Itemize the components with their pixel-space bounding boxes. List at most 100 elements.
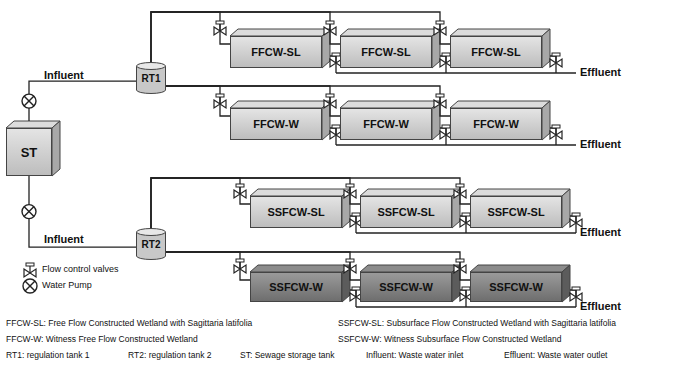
water-pump (23, 279, 37, 293)
box-side-face (542, 101, 550, 140)
node-label: SSFCW-SL (267, 206, 324, 218)
node-label: FFCW-W (473, 118, 519, 130)
box-top-face (470, 265, 570, 272)
flow-control-valve (344, 184, 356, 198)
note-text: Effluent: Waste water outlet (504, 350, 607, 360)
node-label: FFCW-SL (471, 46, 520, 58)
effluent-pipe (336, 72, 576, 73)
water-pump (22, 94, 36, 108)
box-top-face (340, 101, 440, 108)
node-label: FFCW-SL (361, 46, 410, 58)
box-top-face (450, 29, 550, 36)
note-text: Influent: Waste water inlet (366, 350, 463, 360)
note-text: ST: Sewage storage tank (240, 350, 335, 360)
node-label: FFCW-W (363, 118, 409, 130)
node-label: SSFCW-W (269, 281, 323, 293)
node-label: SSFCW-W (489, 281, 543, 293)
wetland-box: SSFCW-SL (360, 196, 452, 228)
pipe-connector (29, 176, 136, 247)
legend-text: Flow control valves (42, 264, 119, 274)
wetland-box: FFCW-SL (340, 36, 432, 68)
flow-control-valve (324, 94, 336, 108)
pipe-connector (29, 81, 136, 121)
box-side-face (562, 265, 570, 302)
flow-control-valve (550, 125, 562, 139)
box-side-face (432, 29, 440, 68)
node-label: SSFCW-SL (377, 206, 434, 218)
box-side-face (542, 29, 550, 68)
pipe-connector (151, 12, 230, 62)
box-top-face (230, 29, 330, 36)
wetland-box: SSFCW-W (360, 272, 452, 302)
node-label: SSFCW-SL (487, 206, 544, 218)
flow-control-valve (454, 184, 466, 198)
wetland-box: FFCW-W (450, 108, 542, 140)
flow-label: Influent (44, 233, 84, 245)
note-text: FFCW-W: Witness Free Flow Constructed We… (6, 334, 198, 344)
regulation-tank: RT1 (136, 62, 166, 94)
flow-control-valve (570, 213, 582, 227)
node-label: ST (21, 145, 38, 160)
note-text: SSFCW-W: Witness Subsurface Flow Constru… (338, 334, 561, 344)
flow-label: Effluent (580, 138, 621, 150)
tank-lid (137, 63, 166, 70)
flow-label: Influent (44, 69, 84, 81)
flow-label: Effluent (580, 300, 621, 312)
legend-text: Water Pump (42, 280, 92, 290)
node-label: FFCW-W (253, 118, 299, 130)
wetland-box: FFCW-SL (230, 36, 322, 68)
wetland-box: FFCW-W (230, 108, 322, 140)
wetland-box: FFCW-SL (450, 36, 542, 68)
wetland-box: SSFCW-SL (470, 196, 562, 228)
water-pump (22, 205, 36, 219)
note-text: FFCW-SL: Free Flow Constructed Wetland w… (6, 318, 252, 328)
flow-control-valve (454, 259, 466, 273)
flow-control-valve (344, 259, 356, 273)
node-label: RT1 (142, 73, 161, 84)
box-top-face (450, 101, 550, 108)
pipe-connector (151, 178, 250, 228)
box-top-face (250, 265, 350, 272)
flow-label: Effluent (580, 226, 621, 238)
box-side-face (52, 121, 60, 176)
box-top-face (340, 29, 440, 36)
box-top-face (6, 121, 60, 128)
box-top-face (250, 189, 350, 196)
box-side-face (322, 29, 330, 68)
pipe-connector (166, 86, 230, 116)
pipe-connector (151, 178, 360, 228)
note-text: RT2: regulation tank 2 (128, 350, 211, 360)
tank-lid (137, 229, 166, 236)
flow-control-valve (434, 94, 446, 108)
flow-control-valve (550, 53, 562, 67)
flow-control-valve (570, 287, 582, 301)
flow-control-valve (234, 184, 246, 198)
flow-control-valve (214, 94, 226, 108)
node-label: SSFCW-W (379, 281, 433, 293)
flow-label: Effluent (580, 66, 621, 78)
box-side-face (562, 189, 570, 228)
pipe-connector (166, 252, 250, 280)
storage-tank: ST (6, 128, 52, 176)
tank-body (137, 232, 166, 260)
pipe-connector (151, 178, 470, 228)
note-text: SSFCW-SL: Subsurface Flow Constructed We… (338, 318, 616, 328)
wetland-box: SSFCW-W (470, 272, 562, 302)
box-top-face (360, 265, 460, 272)
regulation-tank: RT2 (136, 228, 166, 260)
flow-control-valve (434, 21, 446, 35)
effluent-pipe (336, 144, 576, 145)
note-text: RT1: regulation tank 1 (6, 350, 89, 360)
box-top-face (360, 189, 460, 196)
box-top-face (230, 101, 330, 108)
node-label: RT2 (142, 239, 161, 250)
tank-body (137, 66, 166, 94)
flow-control-valve (24, 263, 36, 277)
flow-control-valve (234, 259, 246, 273)
wetland-box: SSFCW-W (250, 272, 342, 302)
wetland-box: FFCW-W (340, 108, 432, 140)
flow-control-valve (324, 21, 336, 35)
wetland-box: SSFCW-SL (250, 196, 342, 228)
